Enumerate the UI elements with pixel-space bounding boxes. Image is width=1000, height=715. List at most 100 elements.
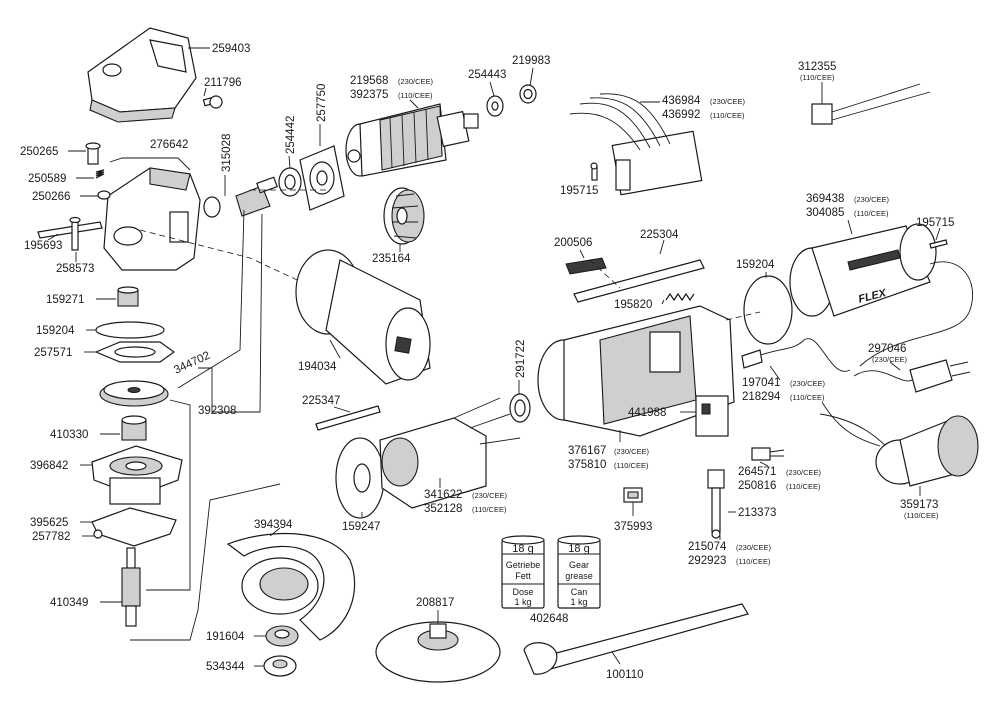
- label-297046: 297046: [868, 343, 906, 355]
- grease-tin-left: 18 g Getriebe Fett Dose 1 kg: [501, 535, 545, 609]
- part-159271-sleeve: [117, 286, 139, 307]
- label-250816-note: (110/CEE): [786, 482, 821, 491]
- label-159204-b: 159204: [736, 259, 775, 271]
- part-225347-screw: [315, 405, 381, 431]
- part-257782-screw: [93, 529, 103, 539]
- part-195715-screw-b: [929, 239, 948, 249]
- part-235164-fan: [383, 187, 425, 245]
- label-534344: 534344: [206, 661, 245, 673]
- label-394394: 394394: [254, 519, 293, 531]
- label-257750: 257750: [316, 84, 328, 122]
- part-pinion: [235, 176, 278, 217]
- label-441988: 441988: [628, 407, 666, 419]
- label-410330: 410330: [50, 429, 88, 441]
- label-254443: 254443: [468, 69, 506, 81]
- tin-right-line1: Gear: [569, 560, 589, 570]
- label-376167: 376167: [568, 445, 606, 457]
- tin-left-line1: Getriebe: [506, 560, 541, 570]
- label-257782: 257782: [32, 531, 70, 543]
- label-436984-note: (230/CEE): [710, 97, 746, 106]
- part-341622-field-stator: [379, 397, 521, 509]
- label-292923: 292923: [688, 555, 726, 567]
- part-359173-plug-110: [821, 401, 979, 487]
- label-218294: 218294: [742, 391, 781, 403]
- label-392308: 392308: [198, 405, 236, 417]
- label-341622-note: (230/CEE): [472, 491, 508, 500]
- label-159271: 159271: [46, 294, 84, 306]
- part-225304-switch-rod: [573, 259, 705, 303]
- label-352128-note: (110/CEE): [472, 505, 507, 514]
- part-159247-insulating-ring: [335, 437, 385, 519]
- label-194034: 194034: [298, 361, 337, 373]
- label-375810: 375810: [568, 459, 606, 471]
- part-195820-spring: [665, 292, 695, 302]
- part-191604-flange: [265, 625, 299, 647]
- label-159247: 159247: [342, 521, 380, 533]
- label-191604: 191604: [206, 631, 245, 643]
- label-254442: 254442: [285, 116, 297, 154]
- label-375993: 375993: [614, 521, 652, 533]
- label-200506: 200506: [554, 237, 592, 249]
- part-410349-spindle: [121, 547, 141, 627]
- label-195715-b: 195715: [916, 217, 954, 229]
- label-250265: 250265: [20, 146, 58, 158]
- tin-left-line3: Dose: [512, 587, 533, 597]
- part-376167-motor-housing: [537, 305, 735, 437]
- part-436984-switch-leads: [569, 93, 703, 196]
- label-392375-note: (110/CEE): [398, 91, 433, 100]
- part-219568-armature: [345, 103, 479, 177]
- label-259403: 259403: [212, 43, 250, 55]
- label-219983: 219983: [512, 55, 550, 67]
- part-100110-pin-spanner: [523, 603, 749, 675]
- tin-right-line2: grease: [565, 571, 593, 581]
- part-195715-screw-a: [590, 162, 598, 181]
- label-276642: 276642: [150, 139, 188, 151]
- part-375993-brush-holder: [623, 487, 643, 503]
- label-297046-note: (230/CEE): [872, 355, 908, 364]
- part-441988-switch: [695, 395, 729, 437]
- label-258573: 258573: [56, 263, 94, 275]
- part-369438-motor-cover: FLEX: [789, 223, 937, 317]
- tin-right-line4: 1 kg: [570, 597, 587, 607]
- part-410330-sleeve: [121, 415, 147, 441]
- label-195715-a: 195715: [560, 185, 598, 197]
- part-534344-clamp-nut: [263, 655, 297, 677]
- label-250816: 250816: [738, 480, 776, 492]
- label-291722: 291722: [515, 340, 527, 378]
- label-402648: 402648: [530, 613, 568, 625]
- tin-left-line4: 1 kg: [514, 597, 531, 607]
- label-315028: 315028: [221, 134, 233, 172]
- part-394394-wheel-guard: [226, 532, 356, 641]
- label-369438: 369438: [806, 193, 844, 205]
- part-254442-bearing: [278, 167, 302, 197]
- label-250266: 250266: [32, 191, 70, 203]
- label-257571: 257571: [34, 347, 72, 359]
- part-197041-cable: [741, 261, 974, 451]
- part-264571-suppressor: [751, 447, 785, 461]
- part-297046-plug: [853, 359, 971, 393]
- label-359173-note: (110/CEE): [904, 511, 939, 520]
- label-264571: 264571: [738, 466, 776, 478]
- label-344702: 344702: [172, 350, 212, 377]
- label-225304: 225304: [640, 229, 679, 241]
- label-218294-note: (110/CEE): [790, 393, 825, 402]
- part-395625-seal: [91, 507, 177, 547]
- part-208817-backing-pad: [375, 621, 501, 683]
- part-219983-bearing-sleeve: [519, 84, 537, 104]
- part-257571-gasket: [94, 341, 176, 363]
- part-194034-side-handle: [295, 249, 431, 385]
- part-259403-gear-cover: [87, 27, 197, 123]
- part-250589-spring: [95, 169, 105, 179]
- label-312355: 312355: [798, 61, 836, 73]
- tin-left-line2: Fett: [515, 571, 531, 581]
- label-376167-note: (230/CEE): [614, 447, 650, 456]
- grease-tin-right: 18 g Gear grease Can 1 kg: [557, 535, 601, 609]
- label-341622: 341622: [424, 489, 462, 501]
- label-352128: 352128: [424, 503, 462, 515]
- label-159204-a: 159204: [36, 325, 75, 337]
- label-436992-note: (110/CEE): [710, 111, 745, 120]
- part-344702-bevel-gear: [99, 380, 169, 407]
- part-215074-carbon-brush: [707, 469, 725, 539]
- label-195693: 195693: [24, 240, 62, 252]
